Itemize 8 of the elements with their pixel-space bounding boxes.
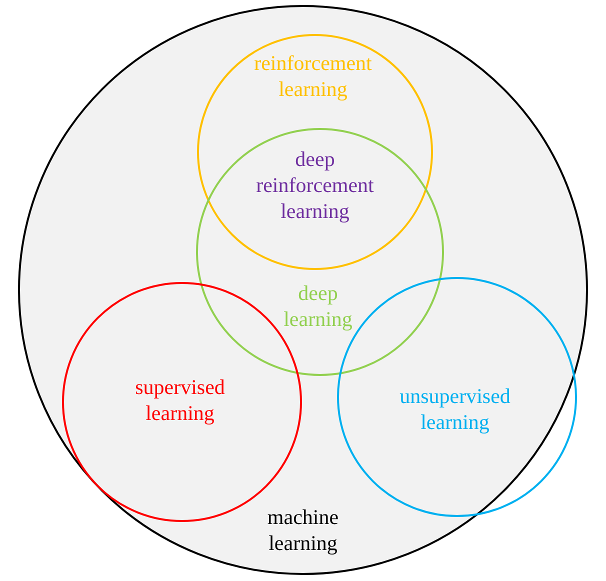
circle-label: supervised learning [134,374,226,426]
venn-circle [196,128,444,376]
circle-label: reinforcement learning [253,50,373,102]
venn-circle [197,34,433,270]
overlap-label: deep reinforcement learning [255,146,375,224]
circle-label: deep learning [282,280,354,332]
circle-label: unsupervised learning [398,383,512,435]
circle-label: machine learning [266,504,340,556]
